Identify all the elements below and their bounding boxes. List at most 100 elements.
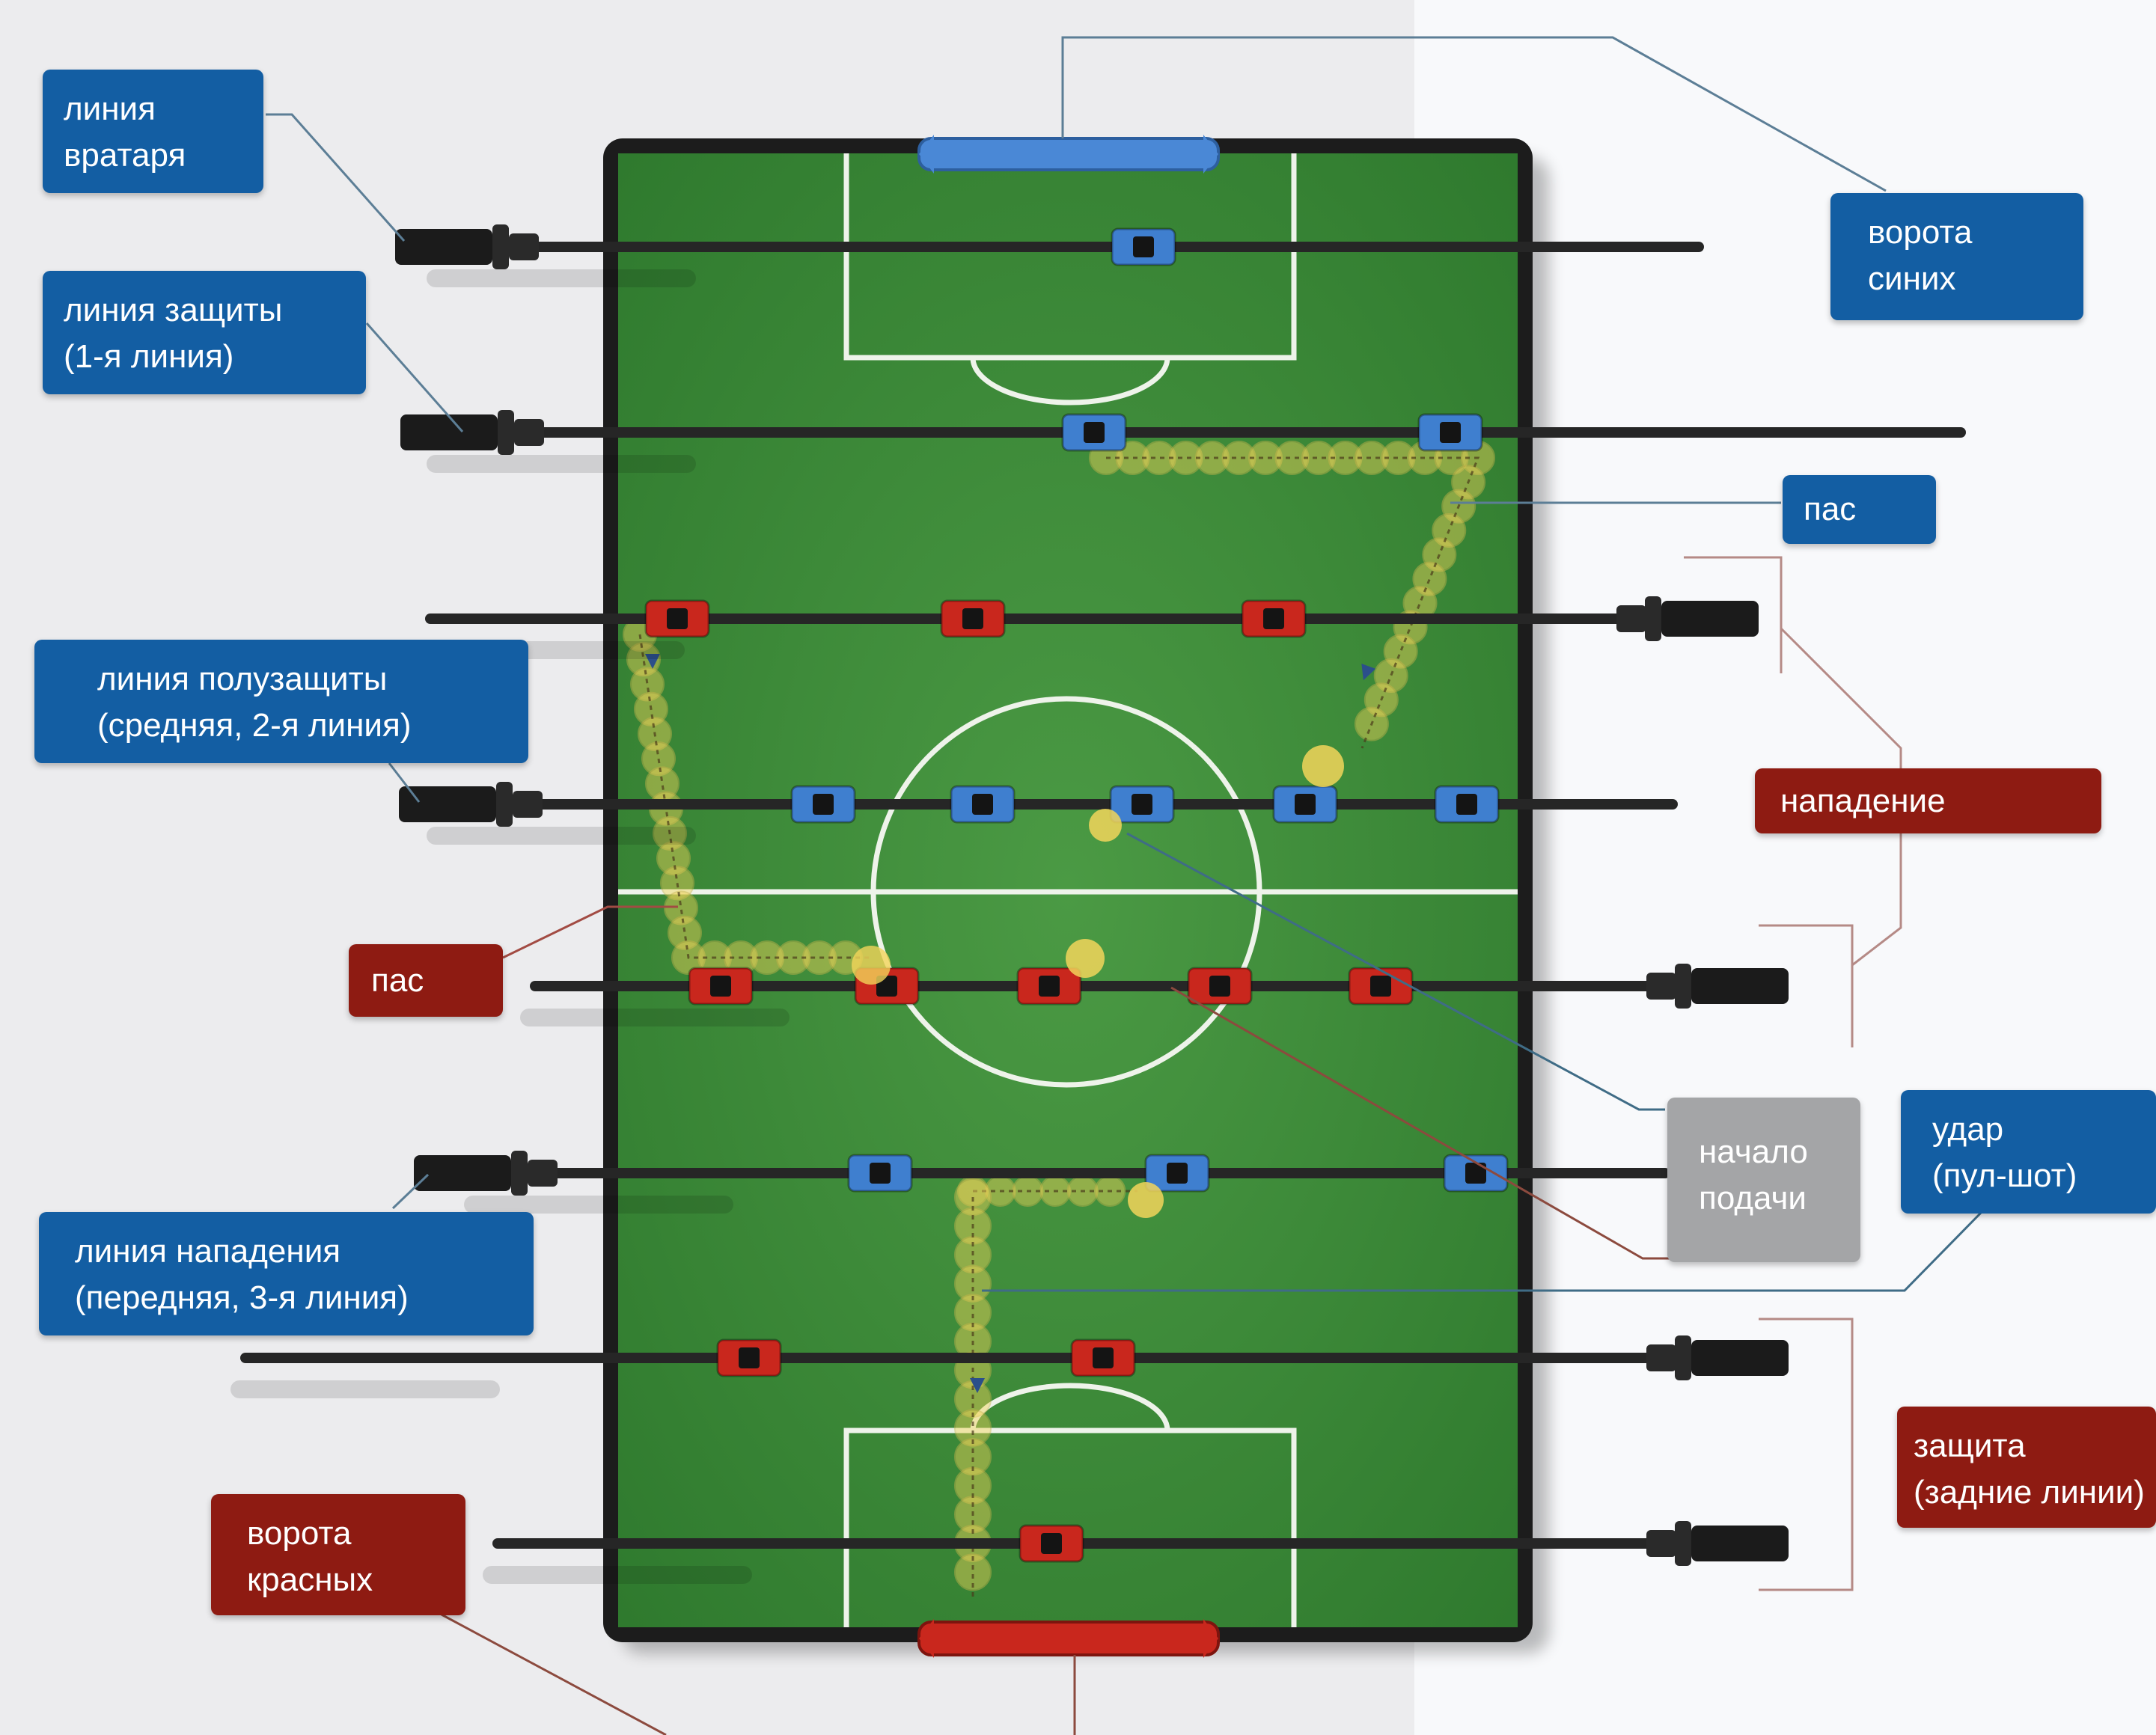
ball-icon xyxy=(1066,939,1105,978)
handle-collar xyxy=(492,224,509,269)
player-figure-icon xyxy=(1061,413,1127,452)
ball-icon xyxy=(1383,634,1418,669)
arrow-icon xyxy=(1361,664,1376,681)
handle-end xyxy=(1646,973,1676,1000)
blue-goal-bar xyxy=(917,137,1220,171)
arrow-head xyxy=(1361,664,1376,681)
ball-icon xyxy=(1373,658,1408,693)
player-head xyxy=(667,608,688,629)
trail-path xyxy=(1106,456,1480,749)
player-figure-icon xyxy=(790,785,856,824)
player-head xyxy=(870,1163,891,1184)
player-figure-icon xyxy=(1070,1338,1136,1377)
handle-collar xyxy=(1675,1521,1691,1566)
label-blue-pass: пас xyxy=(1783,475,1936,544)
ball-icon xyxy=(954,1409,992,1447)
label-midfield-line: линия полузащиты (средняя, 2-я линия) xyxy=(34,640,528,763)
blue-penalty-area xyxy=(843,153,1297,361)
rod-shadow xyxy=(427,827,696,845)
red-goal-bar xyxy=(917,1621,1220,1656)
ball-icon xyxy=(626,642,661,677)
arrow-head xyxy=(645,654,660,669)
player-head xyxy=(1084,422,1105,443)
bracket-defense xyxy=(1759,1318,1854,1591)
leader-goalkeeper xyxy=(266,113,406,242)
handle-end xyxy=(1646,1344,1676,1371)
arrow-icon xyxy=(970,1378,985,1393)
ball-trail xyxy=(1089,441,1495,749)
player-head xyxy=(813,794,834,815)
player-figure-icon xyxy=(1272,785,1338,824)
red-goal xyxy=(917,1619,1220,1658)
player-head xyxy=(1041,1533,1062,1554)
label-defense-line: линия защиты (1-я линия) xyxy=(43,271,366,394)
label-red-pass: пас xyxy=(349,944,503,1017)
player-head xyxy=(972,794,993,815)
player-figure-icon xyxy=(1417,413,1483,452)
label-red-goal: ворота красных xyxy=(211,1494,465,1615)
player-figure-icon xyxy=(1016,967,1082,1006)
handle-end xyxy=(528,1160,558,1187)
player-head xyxy=(1295,794,1316,815)
ball-icon xyxy=(1412,561,1447,596)
player-figure-icon xyxy=(1434,785,1500,824)
ball-icon xyxy=(1221,441,1256,475)
handle-grip xyxy=(395,229,492,265)
player-figure-icon xyxy=(1109,785,1175,824)
red-goal-tip-right xyxy=(1203,1619,1218,1658)
player-figure-icon xyxy=(1187,967,1253,1006)
rod-shadow xyxy=(483,1566,752,1584)
leader-attack xyxy=(391,1173,430,1210)
rod-handle-icon xyxy=(1646,1521,1789,1566)
player-figure-icon xyxy=(1348,967,1414,1006)
leader-red-goal xyxy=(441,1613,667,1735)
player-head xyxy=(1465,1163,1486,1184)
rod-handle-icon xyxy=(399,782,543,827)
player-head xyxy=(1093,1347,1114,1368)
leader-defense xyxy=(365,322,464,432)
player-head xyxy=(1440,422,1461,443)
player-figure-icon xyxy=(688,967,754,1006)
rod-shadow xyxy=(427,455,696,473)
blue-goal-tip-right xyxy=(1203,135,1218,174)
leader-kickoff-red xyxy=(1170,986,1673,1260)
leader-red-pass xyxy=(502,905,678,959)
handle-grip xyxy=(1691,1340,1789,1376)
player-figure-icon xyxy=(644,599,710,638)
ball-icon xyxy=(1248,441,1283,475)
handle-end xyxy=(509,233,539,260)
handle-grip xyxy=(1691,1526,1789,1561)
rod-shadow xyxy=(427,269,696,287)
ball-icon xyxy=(954,1438,992,1476)
red-penalty-area xyxy=(843,1428,1297,1627)
label-attack-line: линия нападения (передняя, 3-я линия) xyxy=(39,1212,534,1335)
label-shot: удар (пул-шот) xyxy=(1901,1090,2156,1214)
label-goalkeeper-line: линия вратаря xyxy=(43,70,263,193)
rod-shadow xyxy=(520,1009,790,1026)
handle-end xyxy=(1646,1530,1676,1557)
center-circle xyxy=(870,696,1262,1088)
player-figure-icon xyxy=(1241,599,1307,638)
handle-end xyxy=(1616,605,1646,632)
rod-handle-icon xyxy=(1646,1335,1789,1380)
arrow-icon xyxy=(645,654,660,669)
ball-icon xyxy=(1128,1182,1164,1218)
blue-goal-tip-left xyxy=(919,135,934,174)
handle-grip xyxy=(399,786,496,822)
ball-icon xyxy=(852,946,891,985)
ball-trail xyxy=(623,617,872,975)
label-defense: защита (задние линии) xyxy=(1897,1407,2156,1528)
ball-trail xyxy=(954,1178,992,1601)
player-figure-icon xyxy=(950,785,1016,824)
leader-blue-goal xyxy=(1061,36,1887,192)
player-figure-icon xyxy=(1443,1154,1509,1193)
player-head xyxy=(1456,794,1477,815)
player-head xyxy=(1263,608,1284,629)
ball-icon xyxy=(954,1264,992,1303)
player-head xyxy=(1133,236,1154,257)
leader-lines xyxy=(266,36,1983,1735)
blue-goal xyxy=(917,135,1220,174)
handle-end xyxy=(513,791,543,818)
player-head xyxy=(1167,1163,1188,1184)
